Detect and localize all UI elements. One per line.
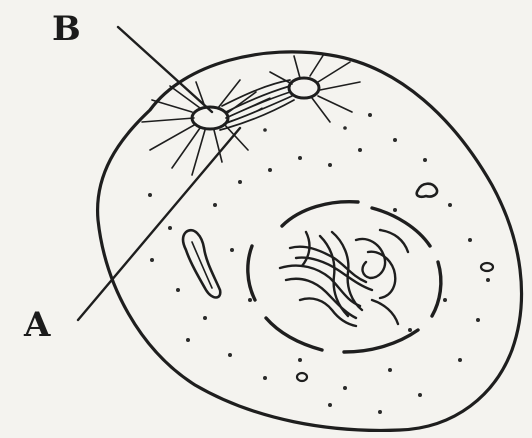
nuclear-envelope <box>248 202 441 352</box>
label-a: A <box>24 308 50 342</box>
label-line-a <box>78 128 240 320</box>
label-line-b <box>118 27 212 112</box>
label-b: B <box>52 12 81 46</box>
chromosomes <box>280 230 408 326</box>
spindle-fibers <box>220 80 294 130</box>
organelles <box>183 184 493 381</box>
